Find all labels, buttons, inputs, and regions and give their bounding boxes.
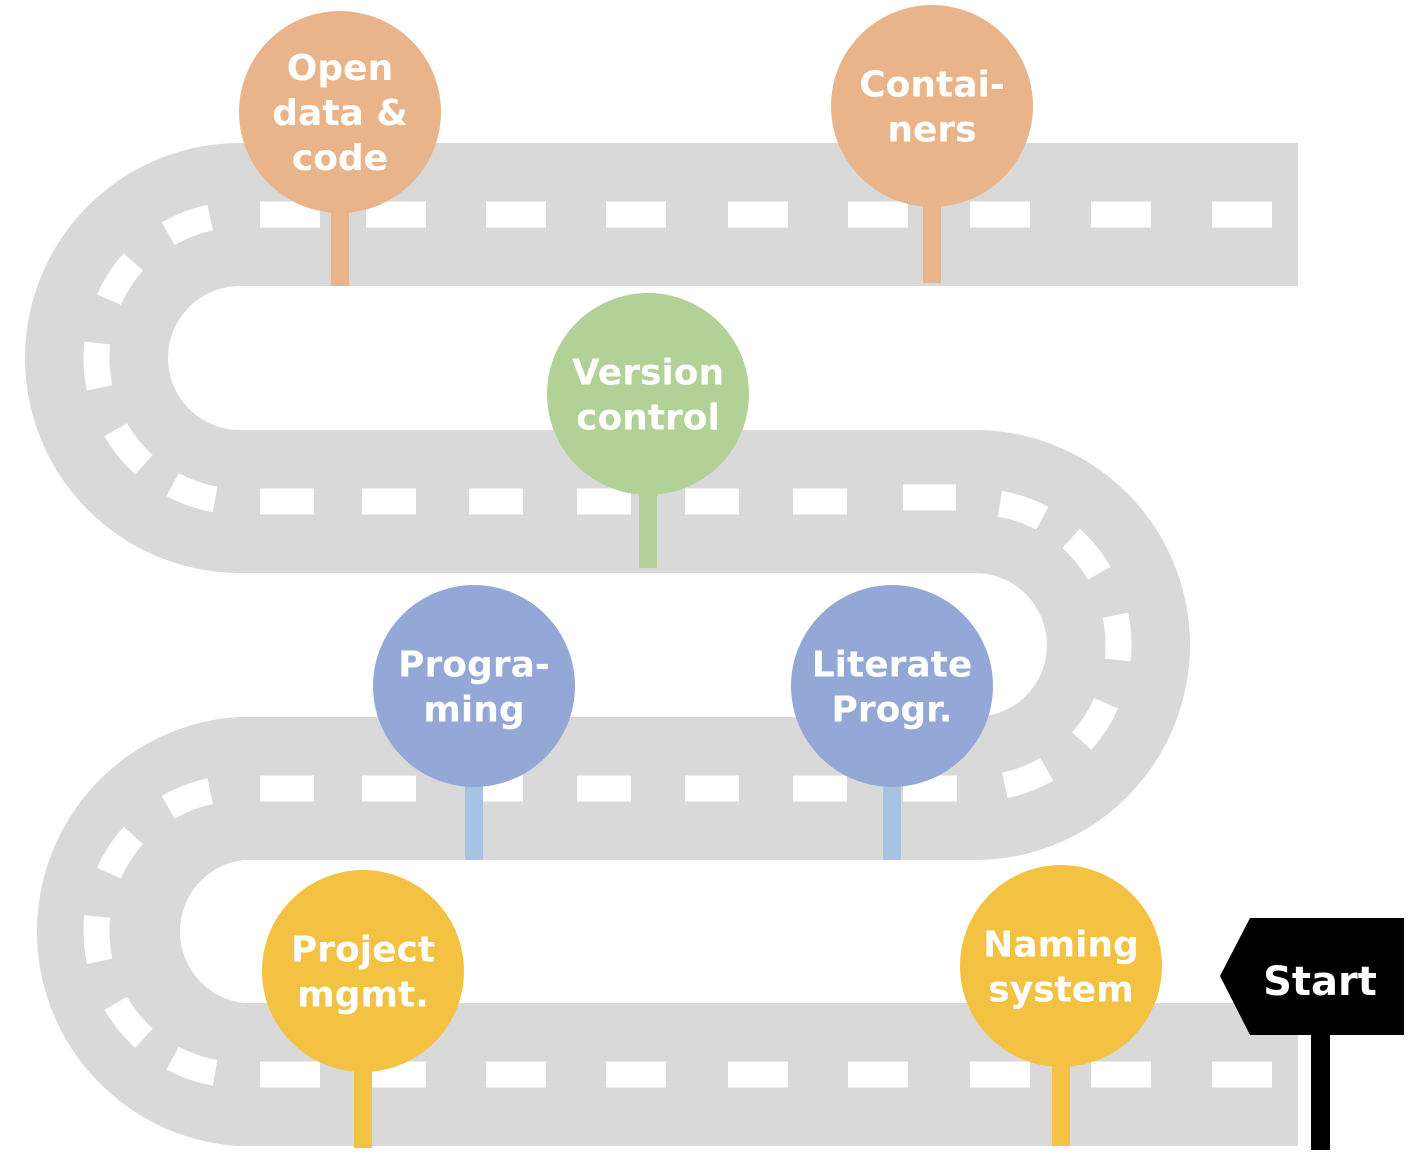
start-sign-pole (1311, 1030, 1330, 1150)
lane-dash-curve (1102, 612, 1132, 662)
lane-dash (848, 201, 908, 228)
start-sign: Start (1220, 918, 1404, 1150)
lane-dash-curve (166, 1046, 218, 1086)
milestone-label-line: Naming (983, 924, 1139, 965)
milestone-programing: Progra-ming (373, 585, 575, 860)
milestone-circle (547, 293, 749, 495)
milestone-pole (465, 786, 483, 860)
lane-dash (685, 488, 739, 515)
milestone-pole (883, 786, 901, 860)
milestone-signs: NamingsystemProjectmgmt.Progra-mingLiter… (239, 5, 1162, 1148)
lane-dash (1212, 1061, 1272, 1088)
lane-dash-curve (97, 826, 144, 879)
milestone-pole (923, 205, 941, 283)
milestone-label-line: ming (423, 689, 524, 730)
milestone-label-line: Version (572, 352, 724, 393)
milestone-label-line: mgmt. (297, 974, 429, 1015)
lane-dash (793, 775, 847, 802)
milestone-label-line: Progra- (398, 644, 550, 685)
lane-dash (848, 1061, 908, 1088)
milestone-circle (262, 870, 464, 1072)
lane-dash-curve (166, 473, 218, 513)
lane-dash-curve (1001, 757, 1054, 799)
lane-dash (577, 488, 631, 515)
milestone-label-line: control (576, 397, 720, 438)
lane-dash-curve (161, 778, 214, 819)
lane-dash (728, 201, 788, 228)
milestone-pole (354, 1070, 372, 1148)
milestone-containers: Contai-ners (831, 5, 1033, 283)
milestone-label-line: ners (887, 109, 976, 150)
lane-dash (728, 1061, 788, 1088)
milestone-circle (239, 11, 441, 213)
milestone-circle (960, 865, 1162, 1067)
lane-dash-curve (97, 253, 144, 306)
milestone-pole (639, 492, 657, 568)
lane-dash (486, 201, 546, 228)
lane-dash (793, 488, 847, 515)
lane-dash (970, 201, 1030, 228)
milestone-label-line: system (988, 969, 1133, 1010)
milestone-label-line: Contai- (859, 64, 1005, 105)
milestone-label-line: code (292, 138, 388, 179)
lane-dash (362, 488, 416, 515)
lane-dash (469, 488, 523, 515)
lane-dash (903, 484, 956, 511)
lane-dash (260, 1061, 320, 1088)
milestone-label-line: Open (287, 48, 393, 89)
lane-dash (260, 775, 314, 802)
lane-dash (606, 201, 666, 228)
milestone-circle (373, 585, 575, 787)
lane-dash-curve (161, 204, 214, 246)
lane-dash-curve (104, 996, 153, 1048)
milestone-pole (331, 210, 349, 286)
lane-dash-curve (104, 422, 153, 475)
milestone-label-line: Project (291, 929, 435, 970)
lane-dash-curve (997, 490, 1049, 530)
start-sign-label: Start (1263, 959, 1377, 1005)
lane-dash-curve (1062, 528, 1111, 581)
lane-dash (362, 775, 416, 802)
milestone-label-line: Literate (812, 644, 973, 685)
lane-dash (970, 1061, 1030, 1088)
milestone-label-line: data & (272, 93, 408, 134)
start-sign-board (1220, 918, 1404, 1035)
lane-dash (606, 1061, 666, 1088)
lane-dash (1091, 201, 1151, 228)
lane-dash (685, 775, 739, 802)
milestone-circle (791, 585, 993, 787)
lane-dash (577, 775, 631, 802)
lane-dash-curve (83, 341, 113, 391)
lane-markings (83, 201, 1272, 1088)
lane-dash (1212, 201, 1272, 228)
lane-dash-curve (83, 915, 113, 965)
lane-dash (1091, 1061, 1151, 1088)
milestone-pole (1052, 1066, 1070, 1146)
lane-dash-curve (1071, 697, 1118, 750)
lane-dash (486, 1061, 546, 1088)
milestone-label-line: Progr. (832, 689, 953, 730)
milestone-circle (831, 5, 1033, 207)
lane-dash (260, 488, 314, 515)
